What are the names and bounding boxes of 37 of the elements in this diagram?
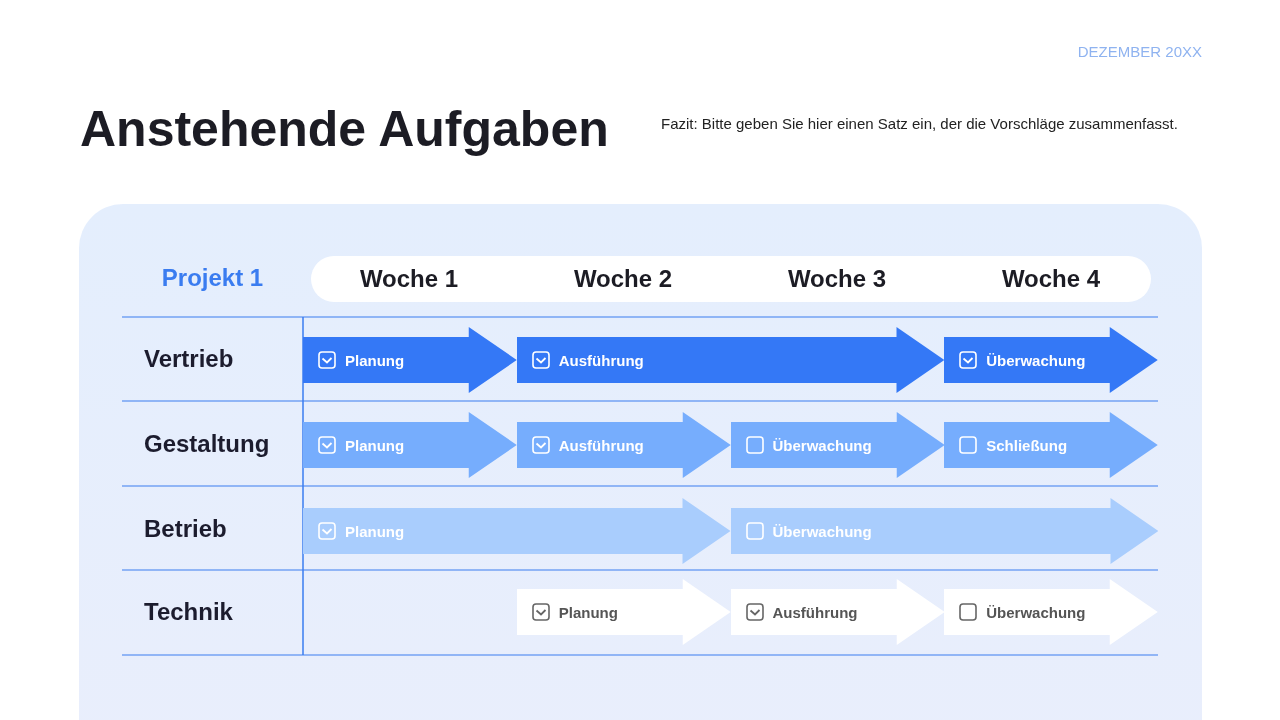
task-banner xyxy=(944,412,1158,478)
row-heading: Technik xyxy=(144,598,233,626)
row-heading: Gestaltung xyxy=(144,430,270,458)
task-banner xyxy=(516,579,731,645)
week-heading: Woche 4 xyxy=(1000,265,1102,293)
task-label: Planung xyxy=(345,351,405,369)
task-banner xyxy=(303,327,517,393)
task-banner xyxy=(303,412,517,478)
task-banner xyxy=(730,498,1158,564)
task-label: Überwachung xyxy=(772,436,872,454)
date-text: DEZEMBER 20XX xyxy=(1076,43,1202,60)
task-label: Ausführung xyxy=(558,436,644,454)
task-label: Planung xyxy=(558,603,618,621)
page-title: Anstehende Aufgaben xyxy=(80,100,609,158)
task-label: Überwachung xyxy=(772,522,872,540)
row-heading: Vertrieb xyxy=(144,345,234,373)
week-heading: Woche 3 xyxy=(786,265,888,293)
week-heading: Woche 1 xyxy=(358,265,460,293)
task-label: Planung xyxy=(345,522,405,540)
task-banner xyxy=(303,498,731,564)
task-label: Ausführung xyxy=(772,603,858,621)
task-banner xyxy=(516,327,945,393)
task-label: Schließung xyxy=(986,436,1068,454)
task-banner xyxy=(730,579,945,645)
task-label: Ausführung xyxy=(558,351,644,369)
task-label: Überwachung xyxy=(986,351,1086,369)
task-banner xyxy=(730,412,945,478)
task-label: Überwachung xyxy=(986,603,1086,621)
week-heading: Woche 2 xyxy=(572,265,674,293)
row-heading: Betrieb xyxy=(144,515,227,543)
project-heading: Projekt 1 xyxy=(160,264,265,292)
task-label: Planung xyxy=(345,436,405,454)
summary-text: Fazit: Bitte geben Sie hier einen Satz ein, der die Vorschläge zusammenfasst. xyxy=(661,114,1179,134)
week-header-bar xyxy=(311,256,1151,302)
task-banner xyxy=(516,412,731,478)
task-banner xyxy=(944,579,1158,645)
task-banner xyxy=(944,327,1158,393)
